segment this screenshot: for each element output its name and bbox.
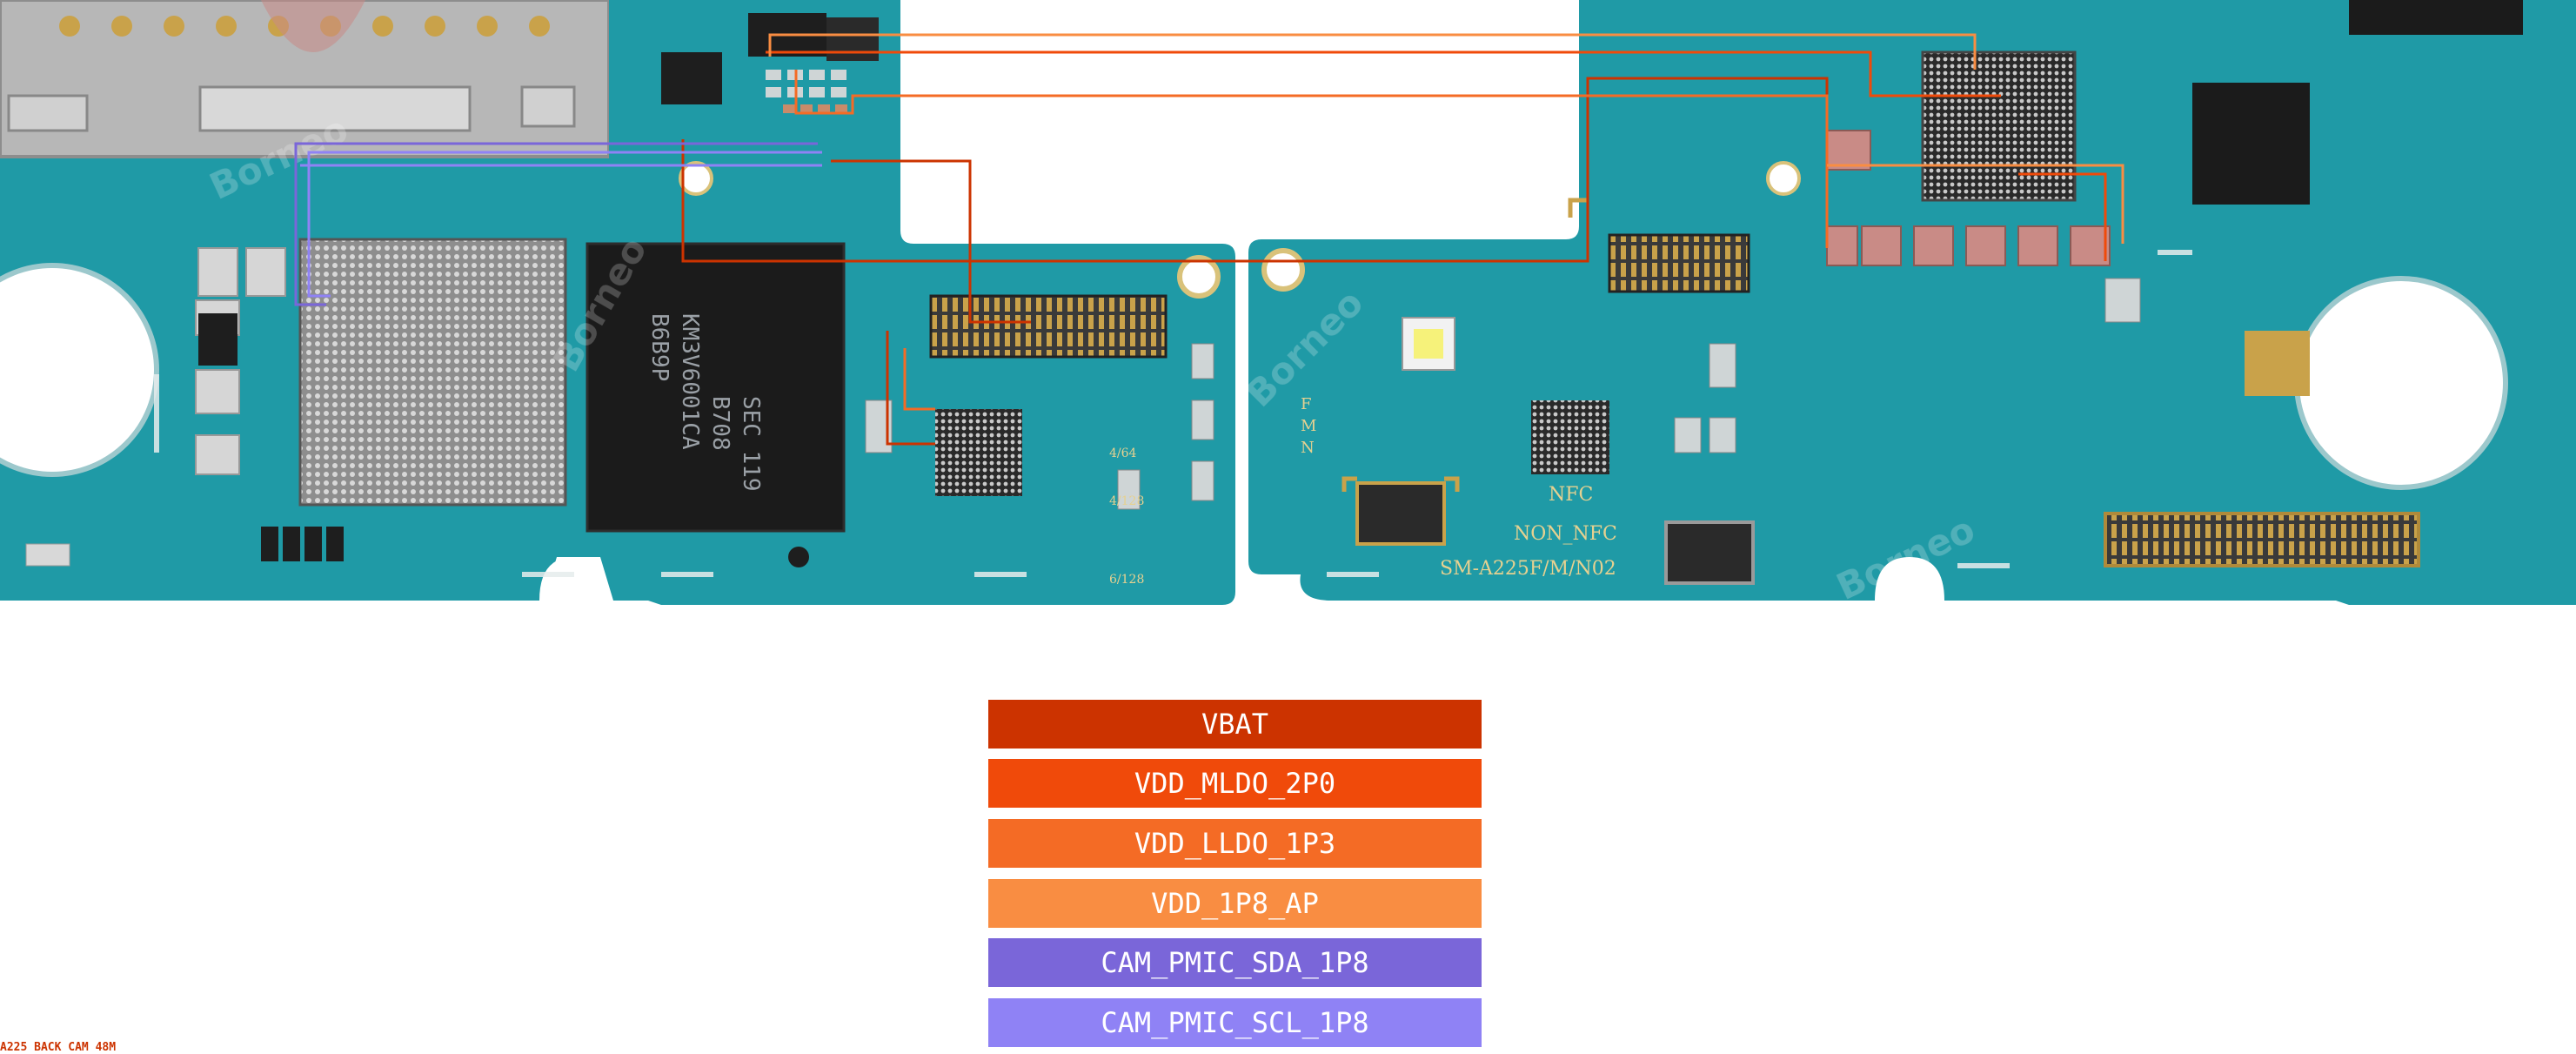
svg-text:B6B9P: B6B9P xyxy=(646,313,672,381)
svg-text:M: M xyxy=(1301,417,1316,435)
memory-chip-marking: SEC 119 B708 KM3V6001CA B6B9P xyxy=(646,313,764,492)
silk-model: SM-A225F/M/N02 xyxy=(1440,558,1616,580)
silk-4128: 4/128 xyxy=(1109,494,1144,508)
silk-nfc: NFC xyxy=(1549,484,1593,506)
legend-vbat: VBAT xyxy=(988,700,1482,749)
legend-vdd-1p8-ap: VDD_1P8_AP xyxy=(988,879,1482,928)
silk-464: 4/64 xyxy=(1109,446,1137,460)
legend-vdd-mldo-2p0: VDD_MLDO_2P0 xyxy=(988,759,1482,808)
svg-text:KM3V6001CA: KM3V6001CA xyxy=(677,313,703,450)
footer-label: A225 BACK CAM 48M xyxy=(0,1041,117,1054)
svg-text:SEC 119: SEC 119 xyxy=(738,396,764,492)
svg-text:B708: B708 xyxy=(707,396,733,451)
silk-6128: 6/128 xyxy=(1109,573,1144,587)
right-board: NFC NON_NFC SM-A225F/M/N02 F M N xyxy=(1248,0,2576,605)
svg-text:N: N xyxy=(1301,439,1315,457)
legend-cam-pmic-scl-1p8: CAM_PMIC_SCL_1P8 xyxy=(988,998,1482,1047)
signal-traces xyxy=(294,33,2124,446)
legend-cam-pmic-sda-1p8: CAM_PMIC_SDA_1P8 xyxy=(988,938,1482,987)
silk-fmn: F xyxy=(1301,395,1312,413)
legend-vdd-lldo-1p3: VDD_LLDO_1P3 xyxy=(988,819,1482,868)
pcb-board: SEC 119 B708 KM3V6001CA B6B9P 4/64 4/128… xyxy=(0,0,2576,605)
silk-non-nfc: NON_NFC xyxy=(1514,523,1617,545)
